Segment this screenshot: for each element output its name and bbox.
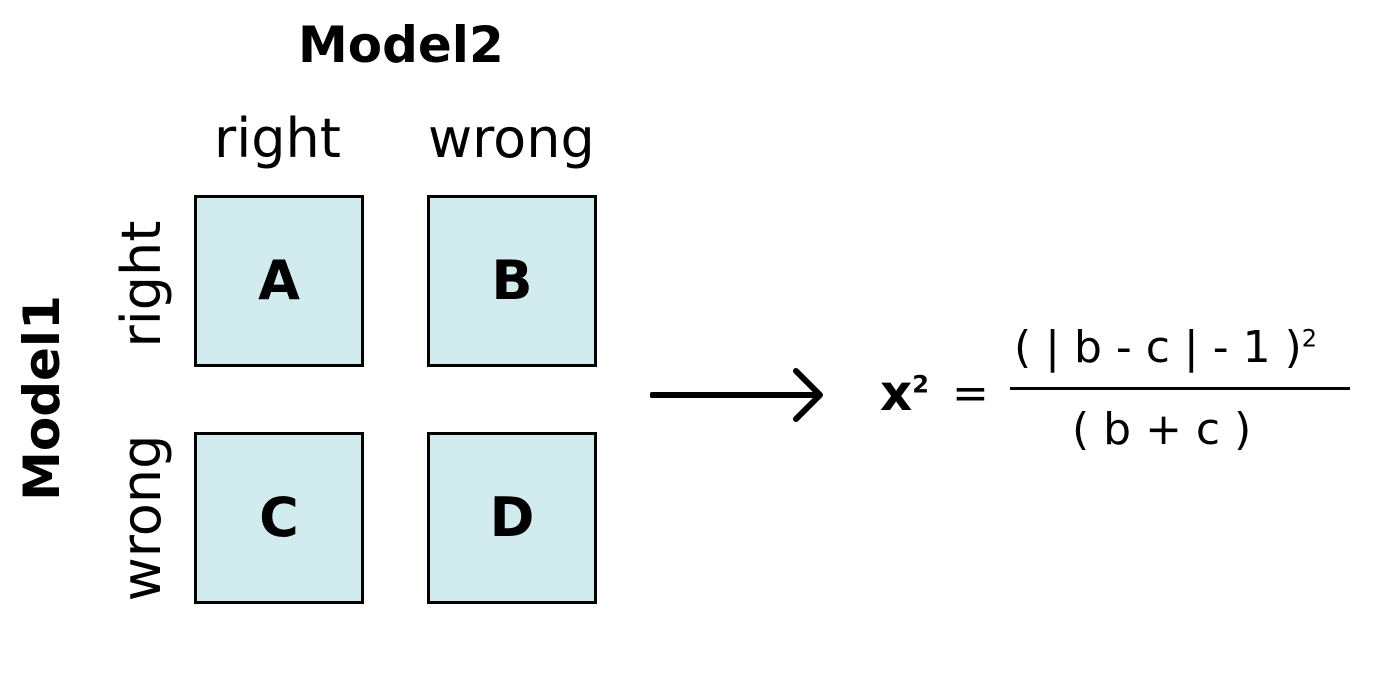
formula-numerator: ( | b - c | - 1 )2 bbox=[1014, 326, 1317, 370]
cell-a: A bbox=[194, 195, 364, 367]
formula-lhs-symbol: x bbox=[880, 364, 913, 422]
formula-lhs: x2 bbox=[880, 368, 929, 418]
cell-c: C bbox=[194, 432, 364, 604]
row-label-wrong: wrong bbox=[110, 434, 173, 602]
cell-c-label: C bbox=[259, 486, 299, 549]
cell-d-label: D bbox=[489, 486, 535, 549]
formula-numerator-exponent: 2 bbox=[1301, 324, 1318, 353]
formula-numerator-text: ( | b - c | - 1 ) bbox=[1014, 322, 1302, 373]
formula-lhs-exponent: 2 bbox=[912, 370, 929, 399]
row-label-right: right bbox=[110, 220, 173, 348]
cell-a-label: A bbox=[258, 249, 300, 312]
model1-title: Model1 bbox=[13, 295, 71, 501]
cell-b: B bbox=[427, 195, 597, 367]
fraction-bar bbox=[1010, 387, 1350, 390]
formula-equals: = bbox=[952, 368, 989, 419]
col-label-wrong: wrong bbox=[428, 107, 595, 170]
col-label-right: right bbox=[214, 107, 341, 170]
cell-b-label: B bbox=[491, 249, 533, 312]
formula-denominator: ( b + c ) bbox=[1072, 404, 1252, 455]
model2-title: Model2 bbox=[298, 16, 504, 74]
right-arrow-icon bbox=[650, 368, 823, 422]
cell-d: D bbox=[427, 432, 597, 604]
